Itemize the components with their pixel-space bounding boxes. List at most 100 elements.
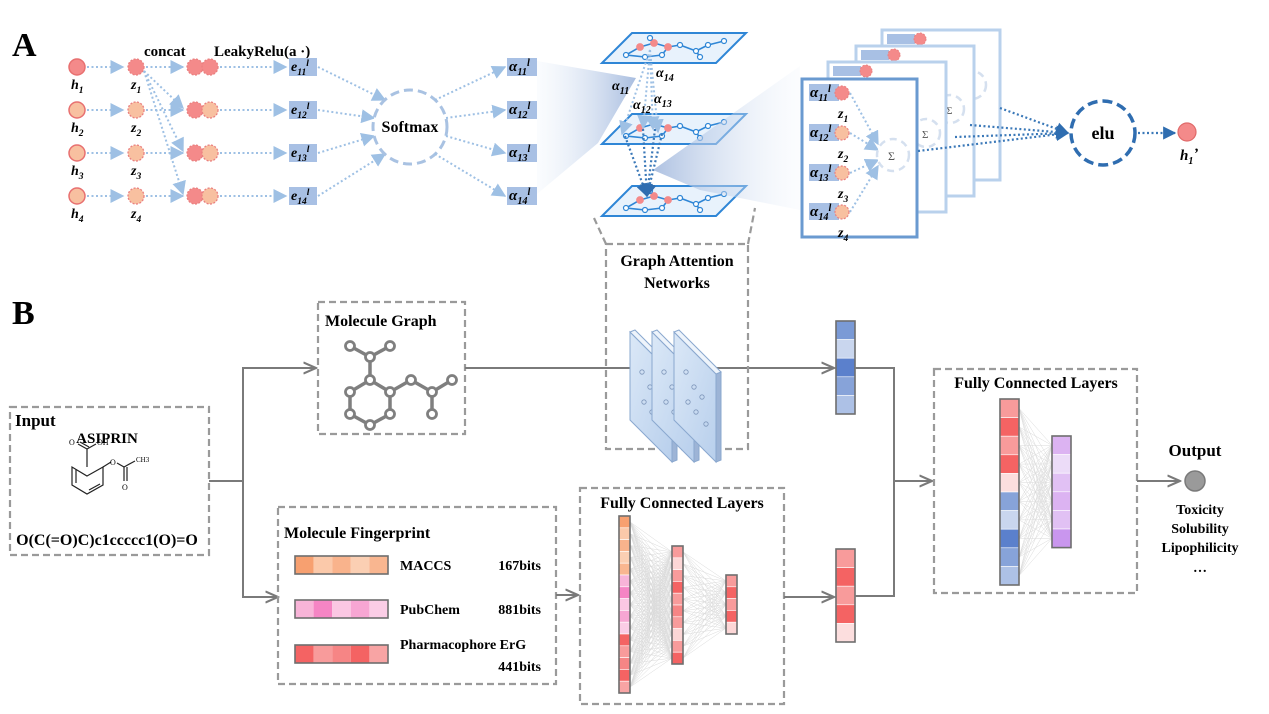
h-node-label: h3 <box>71 164 84 182</box>
plane-node <box>720 37 728 45</box>
attention-arrow <box>649 49 664 134</box>
fingerprint-name: MACCS <box>400 559 452 574</box>
fingerprint-bits: 881bits <box>498 603 541 618</box>
slab-node <box>691 384 697 390</box>
concat-node-right <box>201 101 219 119</box>
slab-node <box>699 394 705 400</box>
vector-cell <box>1051 491 1072 511</box>
molecule-graph-atom <box>344 340 356 352</box>
vector-cell <box>1051 510 1072 530</box>
molecule-graph-atom <box>364 419 376 431</box>
fc-connection <box>629 622 673 688</box>
zoom-fan-right <box>653 66 800 210</box>
vector-cell <box>618 562 631 576</box>
molecule-graph-atom <box>426 386 438 398</box>
fingerprint-bar-border <box>294 555 389 575</box>
concat-node-right <box>201 187 219 205</box>
panel-b-label: B <box>12 295 35 332</box>
softmax-node: Softmax <box>371 88 449 166</box>
plane-node <box>704 41 712 49</box>
vector-cell <box>835 548 856 568</box>
vector-cell <box>618 657 631 670</box>
vector-cell <box>999 547 1020 567</box>
plane-node <box>636 43 644 51</box>
fc-layer <box>725 574 738 635</box>
vector-cell <box>671 640 684 653</box>
z-node-label: z3 <box>130 164 141 182</box>
h-node-label: h1 <box>71 78 84 96</box>
alpha-coefficient-box <box>809 84 839 101</box>
arrow-to-softmax <box>317 153 387 197</box>
vector-cell <box>999 528 1020 549</box>
alpha-coefficient-label: α14l <box>509 187 531 207</box>
e-coefficient-box <box>289 144 317 162</box>
output-node-label: h1’ <box>1180 146 1198 167</box>
z-node-label: z4 <box>837 226 848 244</box>
vector-cell <box>725 621 738 635</box>
plane-edge <box>625 135 646 139</box>
fc-connection <box>629 551 673 570</box>
fc-connection <box>1018 538 1053 576</box>
plane-node <box>696 206 704 214</box>
output-section: Output Toxicity Solubility Lipophilicity… <box>1161 441 1238 576</box>
input-title: Input <box>15 411 56 430</box>
alpha-coefficient-box <box>507 187 537 205</box>
alpha-coefficient-box <box>809 164 839 181</box>
output-task-solubility: Solubility <box>1171 522 1229 537</box>
vector-cell <box>1051 435 1072 455</box>
fc-layer <box>1051 435 1072 549</box>
slab-top <box>673 329 722 375</box>
card-node <box>859 64 873 78</box>
molecule-graph-atom <box>364 351 376 363</box>
gat-embedding-vector <box>835 320 856 415</box>
vector-border <box>618 515 631 694</box>
head-to-elu-arrow <box>999 106 1070 136</box>
plane-edge <box>625 207 646 211</box>
fingerprint-cell <box>332 645 351 663</box>
h-node-label: h2 <box>71 121 84 139</box>
vector-border <box>725 574 738 635</box>
plane-node <box>650 120 658 128</box>
fc-connection <box>682 580 727 635</box>
z-node <box>127 58 145 76</box>
fc-connection <box>1018 445 1053 502</box>
fingerprint-cell <box>369 645 388 663</box>
e-coefficient-label: e11l <box>291 59 309 78</box>
vector-cell <box>835 395 856 415</box>
slab-node <box>683 369 689 375</box>
arrow-from-softmax <box>434 66 507 101</box>
concat-node-right <box>201 58 219 76</box>
sum-symbol: Σ <box>946 105 952 117</box>
fingerprint-cell <box>313 645 333 663</box>
fc-connection <box>629 551 673 617</box>
arrow-to-softmax <box>317 132 376 154</box>
plane-node <box>641 206 649 214</box>
plane-node <box>692 47 700 55</box>
fc-connection <box>629 551 673 664</box>
vector-cell <box>671 569 684 582</box>
plane-node <box>664 124 672 132</box>
output-task-lipophilicity: Lipophilicity <box>1161 541 1238 556</box>
slab-node <box>703 421 709 427</box>
fc-connection <box>1018 482 1053 576</box>
alpha-coefficient-label: α11l <box>509 58 530 78</box>
vector-cell <box>618 621 631 635</box>
merge-connectors <box>855 367 932 597</box>
fc-connection <box>682 604 727 659</box>
vector-cell <box>671 592 684 606</box>
fingerprint-cell <box>332 556 351 574</box>
alpha-coefficient-label: α11l <box>810 84 831 104</box>
vector-cell <box>725 610 738 623</box>
fingerprint-cell <box>369 556 388 574</box>
plane-node <box>646 34 654 42</box>
fc-connection <box>1018 500 1053 576</box>
plane-node <box>692 200 700 208</box>
fc-connection <box>629 551 673 558</box>
fc-connection <box>629 551 673 652</box>
fingerprint-bar-border <box>294 644 389 664</box>
